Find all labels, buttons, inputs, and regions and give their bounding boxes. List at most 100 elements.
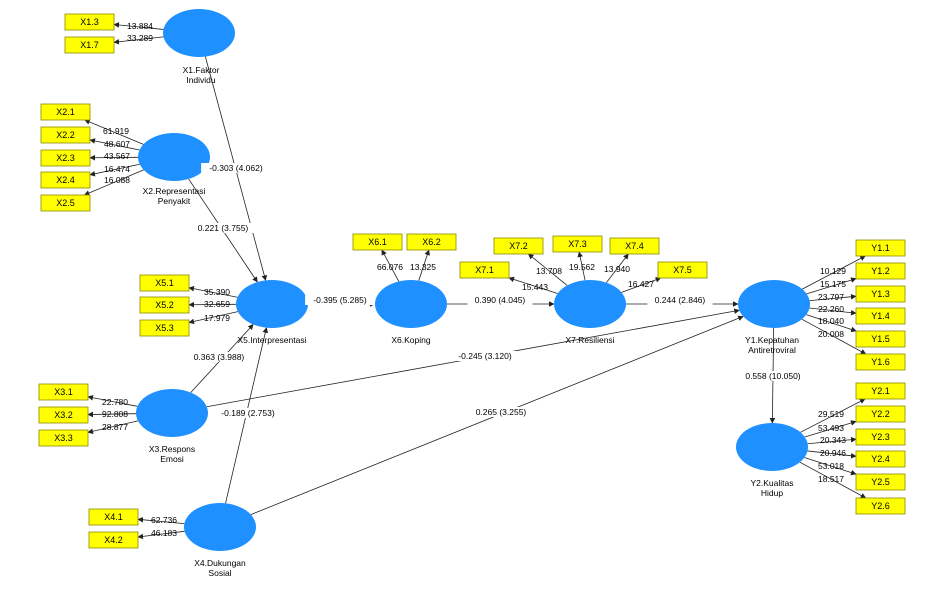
indicator-label: Y1.4	[871, 311, 890, 321]
indicator-box[interactable]	[352, 233, 403, 251]
loading-arrow	[804, 457, 857, 476]
indicator-box[interactable]	[38, 406, 89, 424]
path-coefficient: 0.221 (3.755)	[198, 223, 249, 233]
loading-arrow	[577, 251, 586, 281]
indicator-weight: 23.797	[818, 292, 844, 302]
path-label-bg	[468, 407, 534, 417]
indicator-box[interactable]	[855, 450, 906, 468]
indicator-box[interactable]	[855, 262, 906, 280]
indicator-box[interactable]	[88, 531, 139, 549]
indicator-box[interactable]	[40, 103, 91, 121]
indicator-label: X2.1	[56, 107, 75, 117]
loading-arrow	[89, 163, 140, 177]
path-label-bg	[738, 371, 808, 381]
indicator-box[interactable]	[40, 149, 91, 167]
indicator-box[interactable]	[139, 274, 190, 292]
indicator-box[interactable]	[855, 382, 906, 400]
construct-ellipse[interactable]	[375, 280, 447, 328]
indicator-box[interactable]	[855, 285, 906, 303]
indicator-box[interactable]	[40, 126, 91, 144]
indicator-weight: 16.474	[104, 164, 130, 174]
nodes-layer	[38, 9, 906, 551]
indicator-box[interactable]	[139, 319, 190, 337]
loading-arrow	[809, 307, 857, 316]
indicator-weight: 13.708	[536, 266, 562, 276]
indicator-weight: 20.946	[820, 448, 846, 458]
indicator-box[interactable]	[493, 237, 544, 255]
indicator-label: X1.3	[80, 17, 99, 27]
indicator-label: Y1.6	[871, 357, 890, 367]
indicator-box[interactable]	[38, 429, 89, 447]
construct-ellipse[interactable]	[554, 280, 626, 328]
indicator-box[interactable]	[40, 171, 91, 189]
indicator-weight: 16.088	[104, 175, 130, 185]
loading-arrow	[802, 255, 866, 290]
indicator-label: X7.1	[475, 265, 494, 275]
indicator-box[interactable]	[855, 473, 906, 491]
construct-ellipse[interactable]	[163, 9, 235, 57]
indicator-box[interactable]	[855, 330, 906, 348]
indicator-weight: 13.884	[127, 21, 153, 31]
indicator-box[interactable]	[855, 405, 906, 423]
loading-arrow	[527, 253, 568, 286]
indicator-box[interactable]	[406, 233, 457, 251]
construct-label: Sosial	[208, 568, 231, 578]
construct-ellipse[interactable]	[138, 133, 210, 181]
indicator-label: X6.1	[368, 237, 387, 247]
construct-ellipse[interactable]	[738, 280, 810, 328]
loading-arrow	[188, 286, 238, 298]
construct-label: X2.Representasi	[143, 186, 206, 196]
indicator-box[interactable]	[38, 383, 89, 401]
loading-arrow	[137, 516, 185, 525]
construct-ellipse[interactable]	[184, 503, 256, 551]
path-label-bg	[467, 295, 533, 305]
indicator-box[interactable]	[855, 428, 906, 446]
loading-arrow	[84, 119, 144, 145]
indicator-box[interactable]	[657, 261, 708, 279]
construct-label: Y1.Kepatuhan	[745, 335, 799, 345]
indicator-label: X7.2	[509, 241, 528, 251]
path-coefficient: -0.245 (3.120)	[458, 351, 512, 361]
construct-ellipse[interactable]	[136, 389, 208, 437]
indicator-label: Y2.2	[871, 409, 890, 419]
loading-arrow	[188, 311, 238, 325]
indicator-box[interactable]	[40, 194, 91, 212]
path-label-bg	[213, 408, 283, 418]
indicator-box[interactable]	[855, 353, 906, 371]
construct-ellipse[interactable]	[236, 280, 308, 328]
indicator-weight: 13.940	[604, 264, 630, 274]
indicator-box[interactable]	[552, 235, 603, 253]
construct-label: X4.Dukungan	[194, 558, 246, 568]
indicator-box[interactable]	[139, 296, 190, 314]
loading-arrow	[137, 530, 185, 540]
indicator-box[interactable]	[459, 261, 510, 279]
indicator-box[interactable]	[855, 307, 906, 325]
indicator-label: Y2.4	[871, 454, 890, 464]
indicator-box[interactable]	[609, 237, 660, 255]
indicator-weight: 32.659	[204, 299, 230, 309]
indicator-box[interactable]	[64, 13, 115, 31]
path-label-bg	[201, 163, 271, 173]
indicator-weight: 10.129	[820, 266, 846, 276]
indicator-box[interactable]	[855, 497, 906, 515]
path-coefficient: 0.390 (4.045)	[475, 295, 526, 305]
indicator-weight: 18.040	[818, 316, 844, 326]
indicator-box[interactable]	[88, 508, 139, 526]
indicator-weight: 13.325	[410, 262, 436, 272]
indicator-weight: 48.607	[104, 139, 130, 149]
indicator-weight: 61.919	[103, 126, 129, 136]
loading-arrow	[381, 249, 400, 282]
loading-arrow	[801, 318, 867, 355]
indicator-box[interactable]	[855, 239, 906, 257]
construct-ellipse[interactable]	[736, 423, 808, 471]
indicator-box[interactable]	[64, 36, 115, 54]
loading-arrow	[87, 394, 138, 407]
construct-label: Y2.Kualitas	[751, 478, 794, 488]
construct-label: X3.Respons	[149, 444, 195, 454]
indicator-label: Y2.3	[871, 432, 890, 442]
indicator-weight: 35.390	[204, 287, 230, 297]
loading-arrow	[508, 276, 558, 294]
path-label-bg	[450, 351, 520, 361]
loading-arrow	[807, 450, 857, 459]
